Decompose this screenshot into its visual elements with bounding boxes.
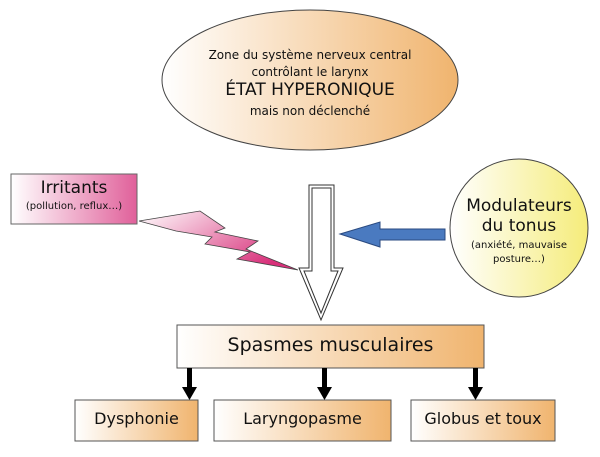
spasmes-box — [176, 324, 485, 369]
laryngopasme-box — [213, 399, 392, 442]
modulateurs-sub2: posture…) — [493, 254, 545, 265]
cns-zone-line1: Zone du système nerveux central — [208, 48, 412, 62]
modulateurs-title1: Modulateurs — [466, 196, 572, 216]
cns-zone-line3: mais non déclenché — [249, 104, 371, 118]
globus-label: Globus et toux — [424, 409, 542, 428]
cns-zone-line2: contrôlant le larynx — [251, 65, 369, 79]
modulateurs-circle — [449, 158, 589, 298]
lightning-bolt-icon — [138, 210, 299, 271]
dysphonie-box — [74, 399, 199, 442]
modulateurs-title2: du tonus — [481, 216, 557, 236]
irritants-box — [10, 173, 138, 225]
blue-left-arrow-icon — [338, 221, 446, 248]
irritants-title: Irritants — [40, 178, 108, 198]
dysphonie-label: Dysphonie — [94, 409, 179, 428]
down-arrow-icon — [298, 184, 344, 322]
outcome-arrows — [182, 368, 483, 400]
laryngopasme-label: Laryngopasme — [243, 409, 362, 428]
modulateurs-sub1: (anxiété, mauvaise — [470, 240, 568, 251]
irritants-subtitle: (pollution, reflux…) — [25, 201, 123, 212]
cns-zone-ellipse — [161, 9, 459, 151]
globus-box — [410, 399, 556, 442]
cns-zone-title: ÉTAT HYPERONIQUE — [225, 80, 395, 100]
spasmes-label: Spasmes musculaires — [227, 334, 434, 356]
